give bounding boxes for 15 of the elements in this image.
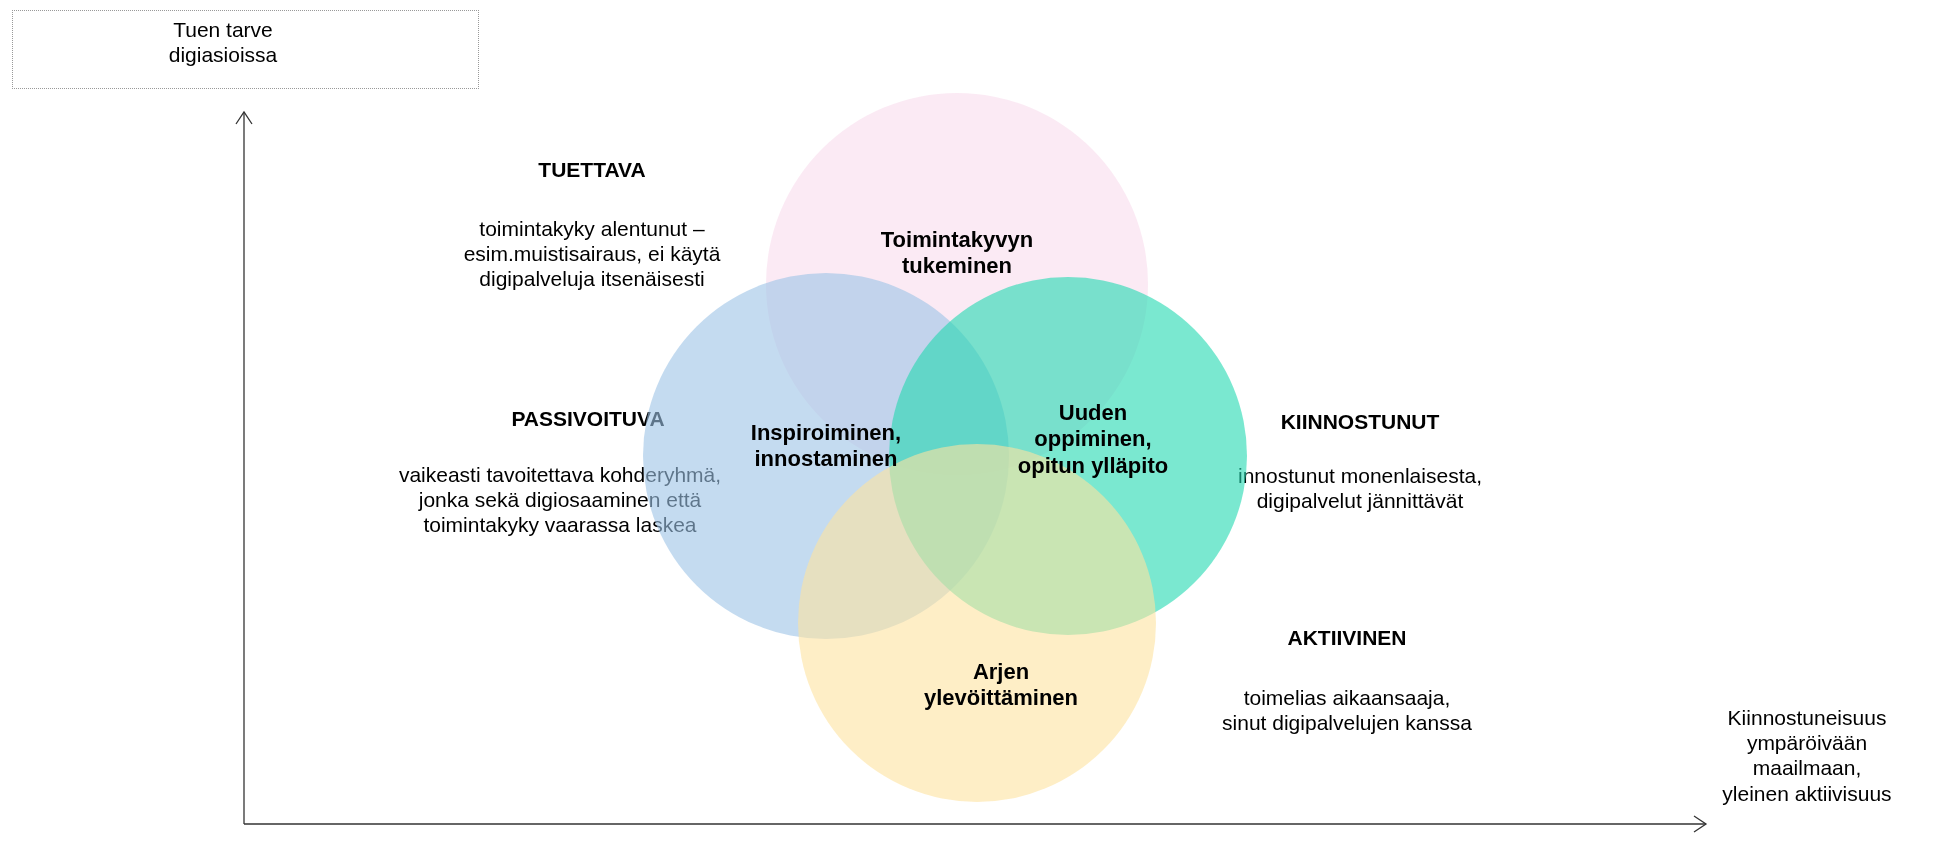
quadrant-heading: PASSIVOITUVA	[510, 406, 666, 432]
quadrant-heading: KIINNOSTUNUT	[1279, 409, 1441, 435]
quadrant-description: vaikeasti tavoitettava kohderyhmä, jonka sekä digiosaaminen että toimintakyky vaarassa laskea	[397, 462, 723, 538]
circle-label: Inspiroiminen, innostaminen	[749, 419, 903, 473]
quadrant-description: toimelias aikaansaaja, sinut digipalvelujen kanssa	[1221, 685, 1473, 736]
axis-title-box	[12, 10, 479, 89]
quadrant-heading: TUETTAVA	[537, 157, 647, 183]
axis-title: Kiinnostuneisuus ympäröivään maailmaan, yleinen aktiivisuus	[1721, 705, 1893, 806]
quadrant-heading: AKTIIVINEN	[1286, 625, 1408, 651]
circle-label: Uuden oppiminen, opitun ylläpito	[1016, 400, 1170, 480]
axis-title: Tuen tarve digiasioissa	[167, 17, 279, 68]
quadrant-description: toimintakyky alentunut – esim.muistisairaus, ei käytä digipalveluja itsenäisesti	[462, 216, 722, 292]
circle-label: Toimintakyvyn tukeminen	[879, 226, 1035, 280]
quadrant-description: innostunut monenlaisesta, digipalvelut jännittävät	[1237, 463, 1483, 514]
circle-label: Arjen ylevöittäminen	[922, 658, 1079, 712]
